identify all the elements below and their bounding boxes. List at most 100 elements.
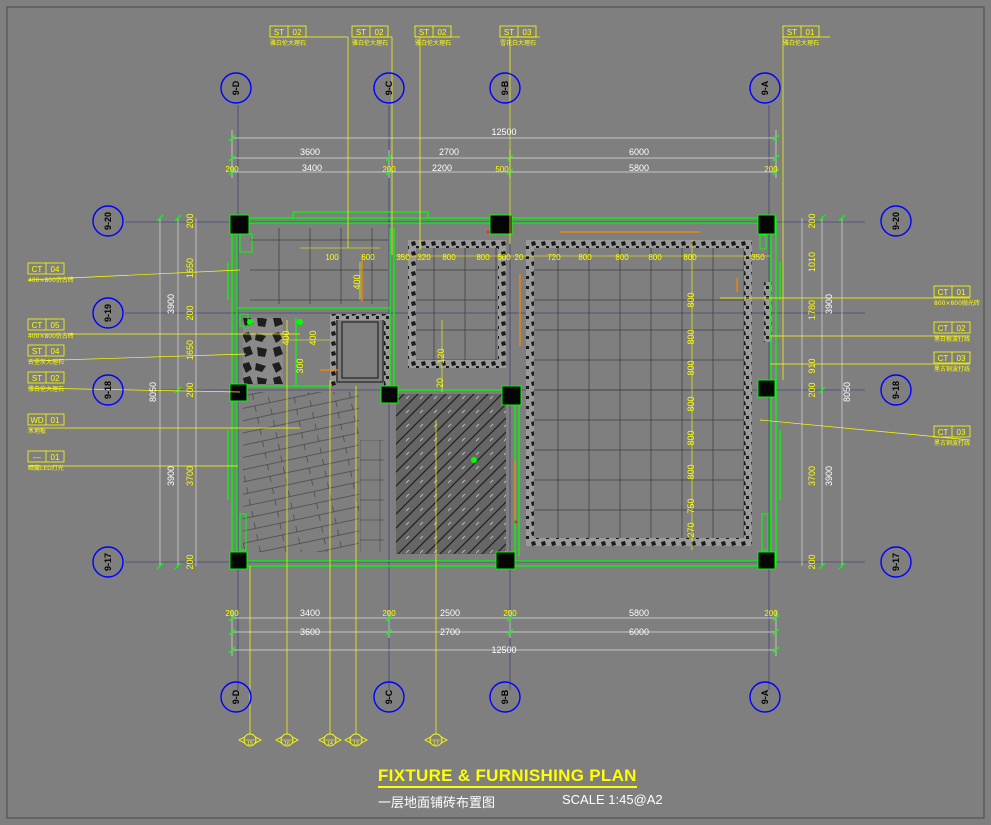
grid-bubble-circle <box>880 374 912 406</box>
leader-lines <box>27 36 971 740</box>
dimension-text: 200 <box>225 609 239 618</box>
grid-bubble-circle <box>92 374 124 406</box>
dimension-text: 3900 <box>824 466 834 486</box>
grid-bubble-circle <box>220 72 252 104</box>
material-tag-description: 雅白伦大理石 <box>415 39 451 47</box>
dimension-text: 20 <box>435 378 445 388</box>
dimension-text: 910 <box>807 358 817 373</box>
grid-bubble: 9-B <box>489 72 521 104</box>
grid-bubble-label: 9-D <box>231 80 241 95</box>
dimension-text: 350 <box>396 253 410 262</box>
grid-bubble: 9-A <box>749 681 781 713</box>
material-tag-code: CT <box>32 321 43 330</box>
grid-bubble-label: 9-17 <box>103 553 113 571</box>
material-tag-number: 01 <box>957 288 966 297</box>
material-tag-description: 雪花白大理石 <box>500 39 536 47</box>
grid-bubble-label: 9-A <box>760 80 770 95</box>
dimension-text: 200 <box>382 165 396 174</box>
dimension-text: 800 <box>686 360 696 375</box>
columns <box>229 214 776 570</box>
dimension-text: 200 <box>225 165 239 174</box>
section-marker: 13 <box>344 733 368 747</box>
grid-bubble-label: 9-20 <box>891 212 901 230</box>
material-tag-description: 雅白伦大理石 <box>783 39 819 47</box>
dimension-text: 5800 <box>629 608 649 618</box>
material-tag-description: 雅白伦大理石 <box>352 39 388 47</box>
dimension-text: 350 <box>751 253 765 262</box>
material-tag-code: CT <box>938 354 949 363</box>
material-tag-number: 04 <box>51 347 60 356</box>
section-marker-number: 17 <box>433 741 439 747</box>
dimension-text: 200 <box>764 609 778 618</box>
dimension-text: 500 <box>495 165 509 174</box>
grid-bubble-label: 9-19 <box>103 304 113 322</box>
grid-bubble-circle <box>220 681 252 713</box>
material-tag-number: 02 <box>438 28 447 37</box>
dimension-text: 8050 <box>148 382 158 402</box>
material-tag-code: ST <box>356 28 366 37</box>
material-tag-description: 800×800抛光砖 <box>934 299 980 307</box>
dimension-text: 200 <box>185 305 195 320</box>
dimension-text: 3900 <box>166 466 176 486</box>
dimension-text: 3400 <box>300 608 320 618</box>
grid-bubble-label: 9-C <box>384 689 394 704</box>
section-marker-number: 16 <box>284 741 290 747</box>
dimension-text: 800 <box>615 253 629 262</box>
dimension-text: 1780 <box>807 300 817 320</box>
material-tag-code: ST <box>787 28 797 37</box>
grid-bubble-label: 9-A <box>760 689 770 704</box>
grid-bubble: 9-C <box>373 681 405 713</box>
material-tag-code: CT <box>32 265 43 274</box>
material-tag-number: 01 <box>806 28 815 37</box>
dimension-text: 1650 <box>185 340 195 360</box>
material-tag-description: 暗藏LED灯光 <box>28 464 64 472</box>
dimension-text: 270 <box>686 522 696 537</box>
dimension-text: 200 <box>807 213 817 228</box>
material-tag-code: ST <box>32 374 42 383</box>
grid-bubble: 9-18 <box>880 374 912 406</box>
grid-bubble: 9-D <box>220 72 252 104</box>
material-tag: ST 01 雅白伦大理石 <box>782 25 820 47</box>
dimension-text: 200 <box>185 554 195 569</box>
material-tag-number: 05 <box>51 321 60 330</box>
grid-bubble: 9-D <box>220 681 252 713</box>
material-tag-description: 400×800仿古砖 <box>28 332 74 340</box>
dimension-text: 200 <box>764 165 778 174</box>
dimension-text: 320 <box>417 253 431 262</box>
dimension-text: 800 <box>683 253 697 262</box>
dimension-text: 2500 <box>440 608 460 618</box>
section-marker: 15 <box>238 733 262 747</box>
grid-bubble: 9-17 <box>880 546 912 578</box>
material-tag-number: 01 <box>51 453 60 462</box>
grid-bubbles-right: 9-20 9-18 9-17 <box>880 205 912 578</box>
grid-bubble-circle <box>373 681 405 713</box>
grid-bubble-circle <box>749 681 781 713</box>
dimension-text: 200 <box>807 382 817 397</box>
section-marker: 16 <box>275 733 299 747</box>
dimension-text: 200 <box>382 609 396 618</box>
section-marker: 14 <box>318 733 342 747</box>
grid-bubble-circle <box>749 72 781 104</box>
material-tag-code: ST <box>419 28 429 37</box>
material-tag-number: 02 <box>293 28 302 37</box>
dimension-text: 600 <box>361 253 375 262</box>
section-marker-number: 13 <box>353 741 359 747</box>
dimension-text: 12500 <box>491 645 516 655</box>
dimension-text: 20 <box>515 253 524 262</box>
material-tag-description: 雅白伦大理石 <box>270 39 306 47</box>
dimension-text: 1650 <box>185 258 195 278</box>
grid-bubble-label: 9-B <box>500 689 510 704</box>
